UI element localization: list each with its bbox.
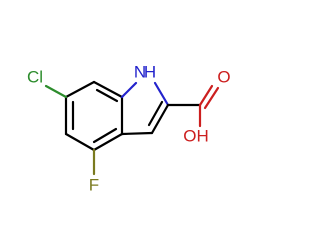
- nitrogen-label: N: [134, 62, 146, 81]
- bond-c6-c7: [64, 80, 96, 99]
- bond-carboxyl-o-double-2: [203, 86, 220, 110]
- chlorine-label: Cl: [27, 67, 43, 86]
- bond-c3a-c4: [92, 132, 124, 152]
- bond-c6-cl: [44, 84, 68, 99]
- bond-carboxyl-o-double: [198, 84, 214, 107]
- bond-c2-c3: [150, 103, 170, 135]
- bond-c7-c7a: [92, 80, 124, 99]
- bond-c2-c3-inner: [147, 100, 164, 127]
- nitrogen-hydrogen-label: H: [144, 62, 156, 81]
- fluorine-label: F: [89, 175, 99, 194]
- bond-c7a-n1: [120, 81, 138, 99]
- bond-n1-c2: [153, 81, 170, 107]
- bond-c3a-c4-inner: [92, 127, 118, 144]
- structure-drawing: Cl F N H O OH: [27, 62, 231, 194]
- bond-c4-c5: [64, 132, 96, 152]
- bond-c7-c7a-inner: [95, 88, 119, 103]
- bond-c3-c3a: [120, 131, 154, 136]
- carbonyl-oxygen-label: O: [217, 67, 230, 86]
- hydroxyl-label: OH: [183, 126, 209, 145]
- molecule-diagram: Cl F N H O OH: [26, 62, 231, 195]
